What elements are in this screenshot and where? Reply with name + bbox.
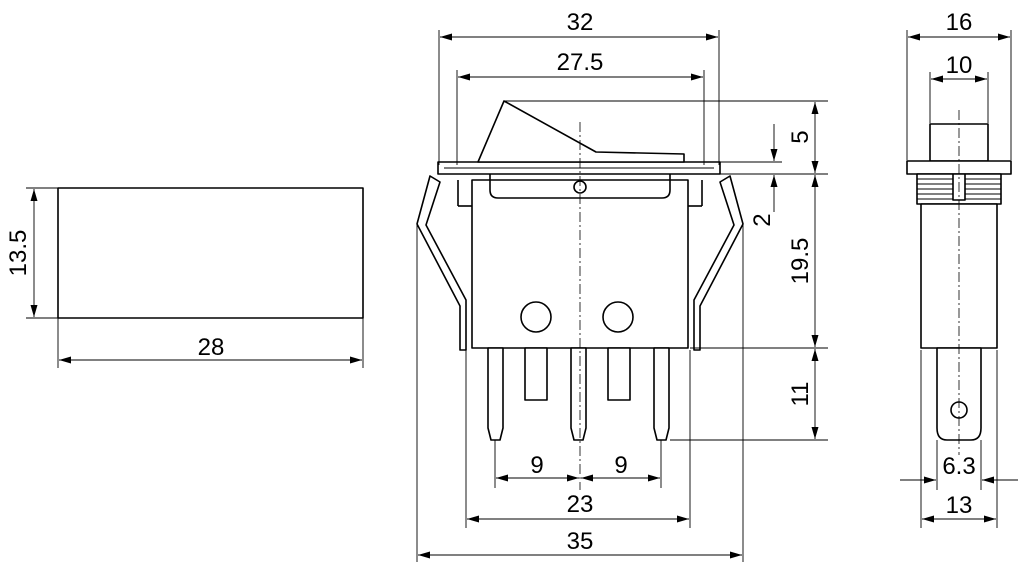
frame-width-label: 32 [567,9,594,36]
right-spring-clip [693,175,744,351]
frame-thickness-label: 2 [749,213,776,226]
cutout-height-label: 13.5 [5,230,32,277]
terminals [487,347,670,441]
rocker-height-label: 5 [787,130,814,143]
panel-cutout-view: 13.5 28 [5,187,364,368]
body-height-label: 19.5 [787,238,814,285]
side-rocker-width-label: 10 [946,52,973,79]
terminal-2 [570,347,587,441]
terminal-width-label: 6.3 [942,453,975,480]
right-terminal-hole [602,301,634,333]
switch-front-view: 32 27.5 5 2 19.5 11 9 [416,9,828,562]
terminal-1 [487,347,504,441]
terminal-length-label: 11 [787,382,814,407]
terminal-5 [607,347,631,401]
side-ribs [917,178,1001,200]
rocker-actuator [477,100,685,163]
terminal-span-label: 23 [567,491,594,518]
pitch-left-label: 9 [530,452,543,479]
terminal-3 [653,347,670,441]
side-body-width-label: 13 [946,492,973,519]
cutout-rectangle [57,187,364,319]
rocker-width-label: 27.5 [557,49,604,76]
left-terminal-hole [520,301,552,333]
side-frame-width-label: 16 [946,9,973,36]
switch-side-view: 16 10 6.3 13 [900,9,1018,528]
cutout-width-label: 28 [198,334,225,361]
pitch-right-label: 9 [614,452,627,479]
terminal-4 [524,347,548,401]
clip-span-label: 35 [567,528,594,555]
